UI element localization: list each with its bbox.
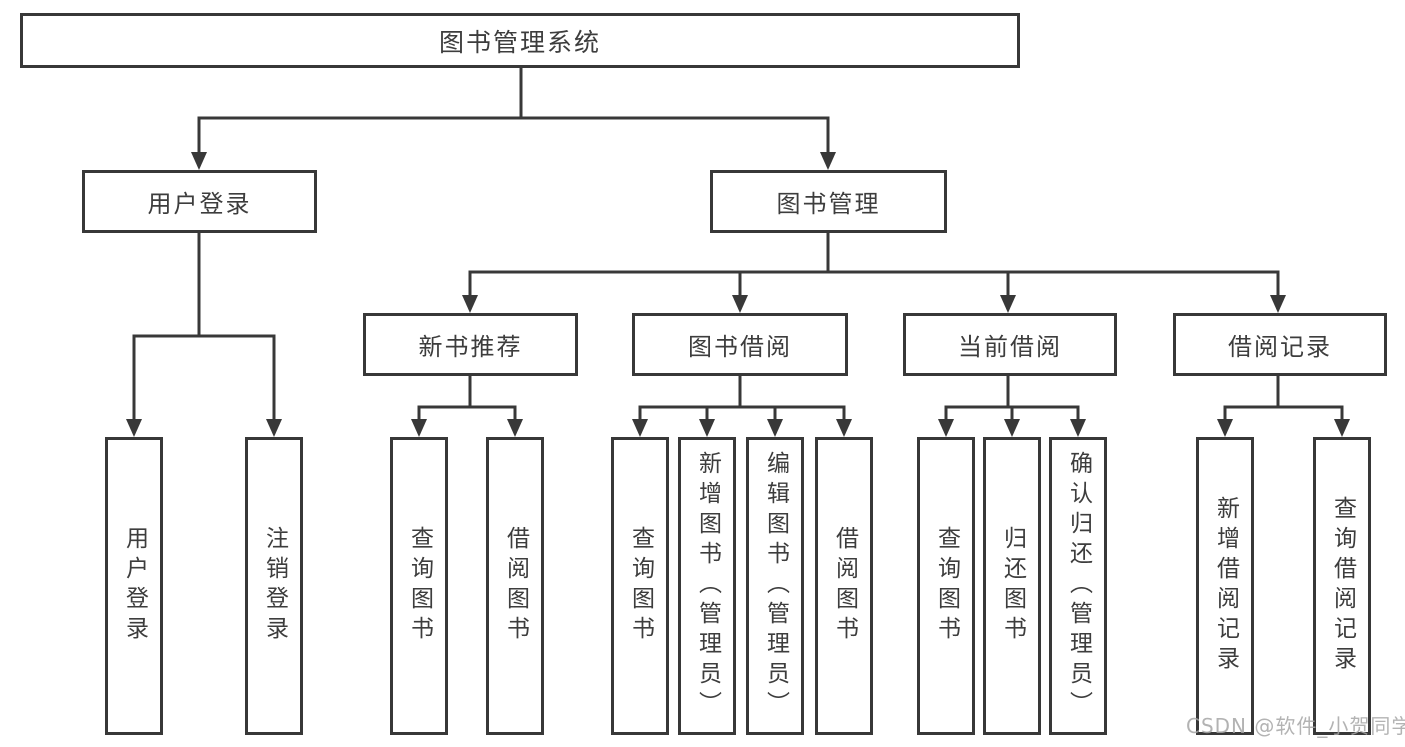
leaf-cur-return-books: 归还图书 xyxy=(983,437,1041,735)
leaf-bor-add-book-admin: 新增图书（管理员） xyxy=(678,437,736,735)
leaf-rec-query-books-label: 查询图书 xyxy=(406,526,433,646)
node-book-management: 图书管理 xyxy=(710,170,947,233)
node-current-borrow-label: 当前借阅 xyxy=(958,333,1062,361)
node-current-borrow: 当前借阅 xyxy=(903,313,1117,376)
arrowheads xyxy=(126,152,1350,437)
leaf-bor-add-book-admin-label: 新增图书（管理员） xyxy=(694,451,721,721)
leaf-rcd-query-borrow-record-label: 查询借阅记录 xyxy=(1329,496,1356,676)
leaf-rcd-query-borrow-record: 查询借阅记录 xyxy=(1313,437,1371,735)
leaf-bor-borrow-books-label: 借阅图书 xyxy=(831,526,858,646)
node-library-system-label: 图书管理系统 xyxy=(438,27,601,57)
node-book-management-label: 图书管理 xyxy=(776,190,881,218)
node-borrow-records-label: 借阅记录 xyxy=(1228,333,1332,361)
node-book-borrow: 图书借阅 xyxy=(632,313,848,376)
csdn-watermark: CSDN @软件_小贺同学 xyxy=(1186,714,1405,738)
leaf-rcd-add-borrow-record-label: 新增借阅记录 xyxy=(1212,496,1239,676)
leaf-bor-borrow-books: 借阅图书 xyxy=(815,437,873,735)
node-new-book-recommend-label: 新书推荐 xyxy=(418,333,523,361)
leaf-bor-edit-book-admin-label: 编辑图书（管理员） xyxy=(762,451,789,721)
leaf-user-login-label: 用户登录 xyxy=(121,526,148,646)
leaf-rec-borrow-books-label: 借阅图书 xyxy=(502,526,529,646)
leaf-rec-query-books: 查询图书 xyxy=(390,437,448,735)
leaf-rcd-add-borrow-record: 新增借阅记录 xyxy=(1196,437,1254,735)
node-library-system: 图书管理系统 xyxy=(20,13,1020,68)
leaf-user-login: 用户登录 xyxy=(105,437,163,735)
node-new-book-recommend: 新书推荐 xyxy=(363,313,578,376)
leaf-logout: 注销登录 xyxy=(245,437,303,735)
node-borrow-records: 借阅记录 xyxy=(1173,313,1387,376)
node-user-login-label: 用户登录 xyxy=(147,190,252,218)
leaf-cur-query-books: 查询图书 xyxy=(917,437,975,735)
node-user-login: 用户登录 xyxy=(82,170,317,233)
leaf-logout-label: 注销登录 xyxy=(261,526,288,646)
leaf-cur-confirm-return-admin-label: 确认归还（管理员） xyxy=(1065,451,1092,721)
leaf-bor-query-books: 查询图书 xyxy=(611,437,669,735)
leaf-bor-query-books-label: 查询图书 xyxy=(627,526,654,646)
leaf-bor-edit-book-admin: 编辑图书（管理员） xyxy=(746,437,804,735)
leaf-cur-confirm-return-admin: 确认归还（管理员） xyxy=(1049,437,1107,735)
leaf-cur-query-books-label: 查询图书 xyxy=(933,526,960,646)
leaf-rec-borrow-books: 借阅图书 xyxy=(486,437,544,735)
node-book-borrow-label: 图书借阅 xyxy=(688,333,792,361)
leaf-cur-return-books-label: 归还图书 xyxy=(999,526,1026,646)
